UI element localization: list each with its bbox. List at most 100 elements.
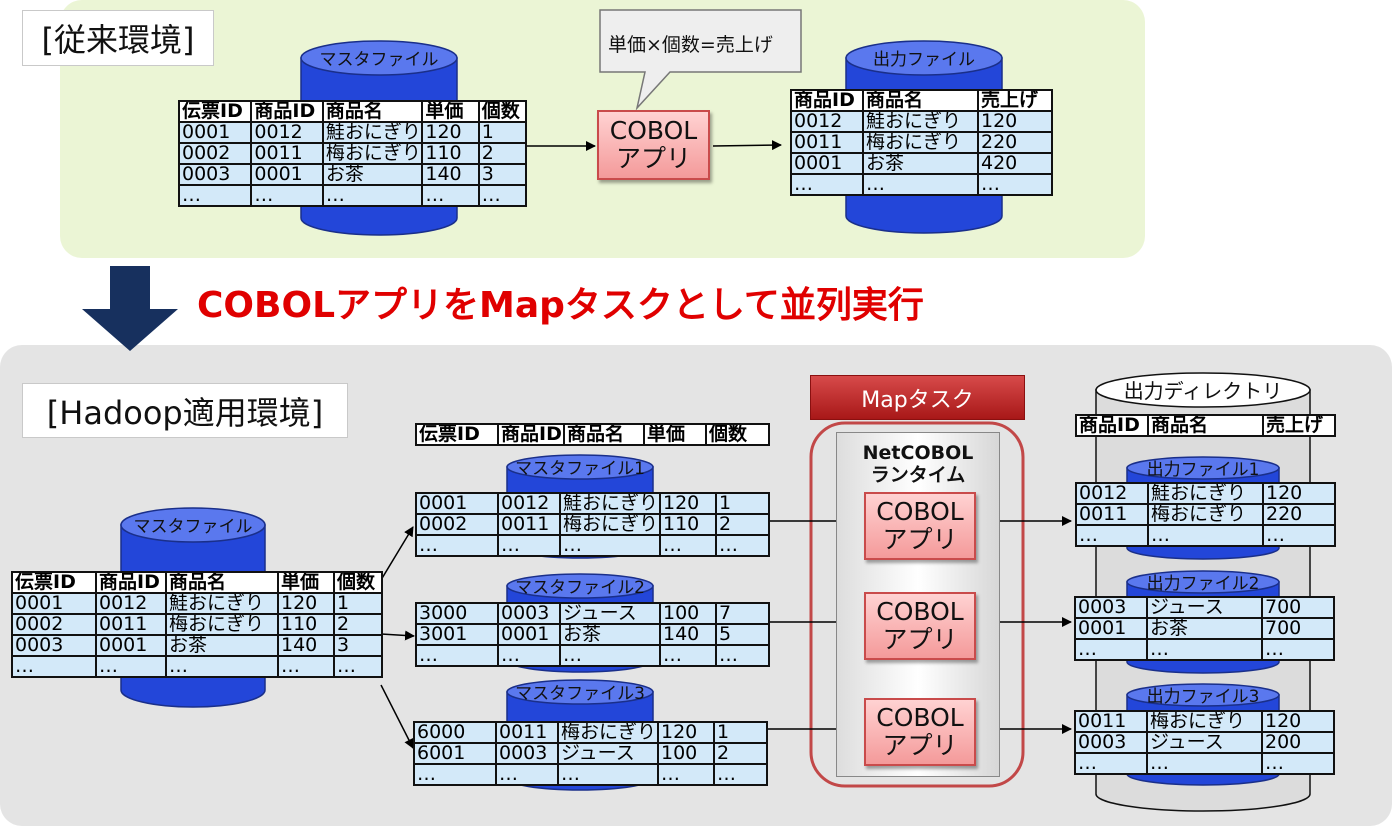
table-cell: 0003 — [177, 163, 253, 186]
table-cell: 110 — [421, 142, 480, 165]
table-cell: お茶 — [165, 634, 279, 657]
top-cobol-app-box: COBOL アプリ — [597, 110, 710, 180]
table-row: 0002 0011 梅おにぎり 110 2 — [11, 613, 383, 636]
table-header-cell: 商品名 — [321, 100, 424, 123]
table-cell: … — [1146, 752, 1263, 775]
table-cell: 1 — [477, 121, 528, 144]
table-cell: … — [497, 534, 561, 557]
split-2-label: マスタファイル2 — [515, 578, 645, 598]
table-cell: 0003 — [495, 742, 559, 765]
table-row: … … … — [1074, 752, 1335, 775]
table-header-row: 商品ID 商品名 売上げ — [790, 89, 1053, 112]
table-cell: 0001 — [497, 623, 561, 646]
table-row: … … … … … — [413, 763, 768, 786]
table-header-cell: 商品ID — [790, 89, 864, 112]
table-row: … … … — [1074, 638, 1335, 661]
table-cell: 3000 — [415, 602, 499, 625]
table-cell: 220 — [1262, 503, 1336, 526]
map-task-frame — [809, 421, 1025, 788]
map-task-title: Mapタスク — [810, 375, 1025, 420]
output-directory-label: 出力ディレクトリ — [1124, 379, 1283, 403]
netcobol-runtime-label: NetCOBOL ランタイム — [862, 442, 974, 486]
table-row: … … … … … — [415, 534, 770, 557]
table-cell: … — [421, 184, 480, 207]
table-header-row: 伝票ID 商品ID 商品名 単価 個数 — [177, 100, 528, 123]
arrow-input-to-split-1 — [380, 526, 414, 581]
table-row: 0003 0001 お茶 140 3 — [11, 634, 383, 657]
table-cell: 0002 — [177, 142, 253, 165]
table-cell: 0002 — [11, 613, 97, 636]
table-cell: 0011 — [495, 721, 559, 744]
table-cell: … — [1261, 752, 1335, 775]
table-row: 0011 梅おにぎり 220 — [790, 131, 1053, 154]
table-row: 0001 お茶 700 — [1074, 617, 1335, 640]
table-header-cell: 単価 — [421, 100, 480, 123]
table-cell: 梅おにぎり — [862, 131, 979, 154]
table-cell: … — [1074, 638, 1148, 661]
table-cell: … — [1146, 638, 1263, 661]
table-cell: 2 — [713, 742, 768, 765]
table-cell: 3 — [477, 163, 528, 186]
table-cell: 2 — [715, 513, 770, 536]
table-cell: … — [713, 763, 768, 786]
table-cell: 140 — [277, 634, 335, 657]
table-cell: 鮭おにぎり — [321, 121, 424, 144]
table-header-cell: 商品名 — [165, 571, 279, 594]
table-header-cell: 売上げ — [977, 89, 1053, 112]
table-cell: … — [557, 763, 659, 786]
table-cell: 120 — [421, 121, 480, 144]
output-3-label: 出力ファイル3 — [1147, 687, 1260, 707]
map-cobol-app-3: COBOL アプリ — [864, 698, 976, 766]
table-cell: 0012 — [790, 110, 864, 133]
table-cell: 100 — [659, 602, 717, 625]
table-row: 0001 0012 鮭おにぎり 120 1 — [415, 492, 770, 515]
output-1-table: 0012 鮭おにぎり 120 0011 梅おにぎり 220 … … … — [1075, 482, 1336, 547]
table-row: 0012 鮭おにぎり 120 — [1075, 482, 1336, 505]
split-1-label: マスタファイル1 — [515, 459, 645, 479]
table-row: … … … … … — [415, 644, 770, 667]
table-cell: … — [250, 184, 324, 207]
table-cell: … — [11, 655, 97, 678]
table-cell: 140 — [421, 163, 480, 186]
legacy-environment-title: [従来環境] — [22, 10, 214, 66]
table-cell: 梅おにぎり — [557, 721, 659, 744]
table-header-cell: 商品ID — [497, 423, 565, 446]
table-cell: 梅おにぎり — [559, 513, 661, 536]
table-cell: … — [321, 184, 424, 207]
table-cell: 0011 — [497, 513, 561, 536]
table-cell: … — [415, 534, 499, 557]
table-cell: … — [559, 534, 661, 557]
arrow-input-to-split-3 — [380, 684, 414, 749]
table-cell: お茶 — [1146, 617, 1263, 640]
table-cell: 120 — [1262, 482, 1336, 505]
table-cell: 0001 — [177, 121, 253, 144]
table-cell: … — [95, 655, 167, 678]
table-header-cell: 伝票ID — [415, 423, 499, 446]
table-cell: 0011 — [95, 613, 167, 636]
table-cell: … — [715, 534, 770, 557]
table-cell: 120 — [1261, 710, 1335, 733]
output-1-label: 出力ファイル1 — [1147, 460, 1260, 480]
table-cell: … — [1147, 524, 1264, 547]
bottom-master-file-label: マスタファイル — [134, 517, 253, 537]
table-cell: 420 — [977, 152, 1053, 175]
top-output-table: 商品ID 商品名 売上げ 0012 鮭おにぎり 120 0011 梅おにぎり 2… — [790, 89, 1053, 196]
table-cell: 0001 — [415, 492, 499, 515]
table-cell: 1 — [715, 492, 770, 515]
split-2-table: 3000 0003 ジュース 100 7 3001 0001 お茶 140 5 … — [415, 602, 770, 667]
table-cell: お茶 — [321, 163, 424, 186]
table-row: 0003 ジュース 200 — [1074, 731, 1335, 754]
table-cell: … — [415, 644, 499, 667]
table-cell: 鮭おにぎり — [862, 110, 979, 133]
table-row: … … … … … — [11, 655, 383, 678]
table-header-cell: 商品名 — [563, 423, 645, 446]
table-cell: 0012 — [497, 492, 561, 515]
hadoop-environment-title: [Hadoop適用環境] — [22, 383, 348, 438]
output-2-label: 出力ファイル2 — [1147, 574, 1260, 594]
table-cell: 0011 — [1075, 503, 1149, 526]
table-cell: 0012 — [1075, 482, 1149, 505]
table-cell: 3 — [333, 634, 383, 657]
table-cell: 鮭おにぎり — [165, 592, 279, 615]
output-header-table: 商品ID 商品名 売上げ — [1075, 414, 1336, 437]
table-row: … … … — [790, 173, 1053, 196]
